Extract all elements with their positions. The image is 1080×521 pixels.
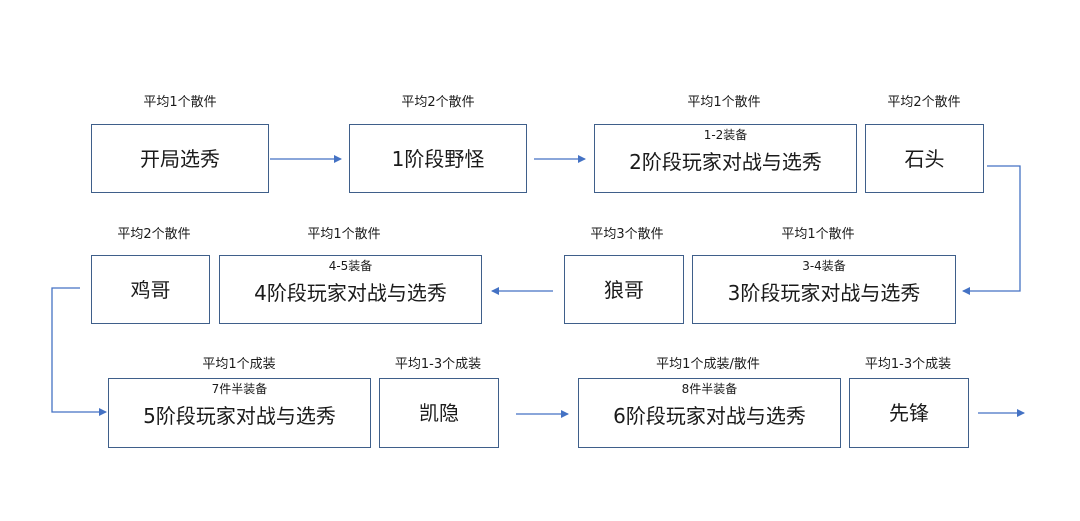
caption-stage2: 平均1个散件 [687, 95, 761, 110]
caption-open-draft: 平均1个散件 [143, 95, 217, 110]
caption-wolf: 平均3个散件 [590, 227, 664, 242]
node-subtitle: 4-5装备 [328, 259, 373, 273]
node-vanguard: 先锋 [849, 378, 969, 448]
node-stage5: 7件半装备 5阶段玩家对战与选秀 [108, 378, 371, 448]
node-title: 鸡哥 [130, 277, 171, 302]
node-open-draft: 开局选秀 [91, 124, 269, 193]
node-stage3: 3-4装备 3阶段玩家对战与选秀 [692, 255, 956, 324]
arrow-chicken-to-stage5 [51, 287, 107, 416]
node-title: 石头 [904, 146, 945, 171]
node-chicken: 鸡哥 [91, 255, 210, 324]
node-subtitle: 3-4装备 [802, 259, 846, 273]
node-stage2: 1-2装备 2阶段玩家对战与选秀 [594, 124, 857, 193]
node-subtitle: 1-2装备 [703, 128, 748, 142]
node-title: 6阶段玩家对战与选秀 [613, 404, 806, 429]
node-subtitle: 8件半装备 [681, 382, 738, 396]
node-title: 狼哥 [604, 277, 644, 302]
caption-stage5: 平均1个成装 [202, 357, 276, 372]
node-stage4: 4-5装备 4阶段玩家对战与选秀 [219, 255, 482, 324]
caption-stage1: 平均2个散件 [401, 95, 475, 110]
caption-stage3: 平均1个散件 [781, 227, 855, 242]
node-wolf: 狼哥 [564, 255, 684, 324]
caption-stone: 平均2个散件 [887, 95, 961, 110]
node-title: 2阶段玩家对战与选秀 [629, 149, 822, 174]
node-subtitle: 7件半装备 [211, 382, 268, 396]
node-title: 5阶段玩家对战与选秀 [143, 404, 336, 429]
caption-chicken: 平均2个散件 [117, 227, 191, 242]
node-kaiyin: 凯隐 [379, 378, 499, 448]
node-stage1: 1阶段野怪 [349, 124, 527, 193]
node-stage6: 8件半装备 6阶段玩家对战与选秀 [578, 378, 841, 448]
caption-vanguard: 平均1-3个成装 [864, 357, 952, 372]
node-title: 1阶段野怪 [391, 146, 485, 171]
caption-stage6: 平均1个成装/散件 [656, 357, 760, 372]
node-title: 先锋 [889, 401, 929, 425]
node-title: 3阶段玩家对战与选秀 [727, 280, 921, 305]
caption-stage4: 平均1个散件 [307, 227, 381, 242]
node-stone: 石头 [865, 124, 984, 193]
arrow-stone-to-stage3 [962, 165, 1021, 295]
caption-kaiyin: 平均1-3个成装 [394, 357, 482, 372]
node-title: 凯隐 [419, 401, 459, 425]
node-title: 4阶段玩家对战与选秀 [254, 280, 447, 305]
node-title: 开局选秀 [140, 146, 220, 171]
